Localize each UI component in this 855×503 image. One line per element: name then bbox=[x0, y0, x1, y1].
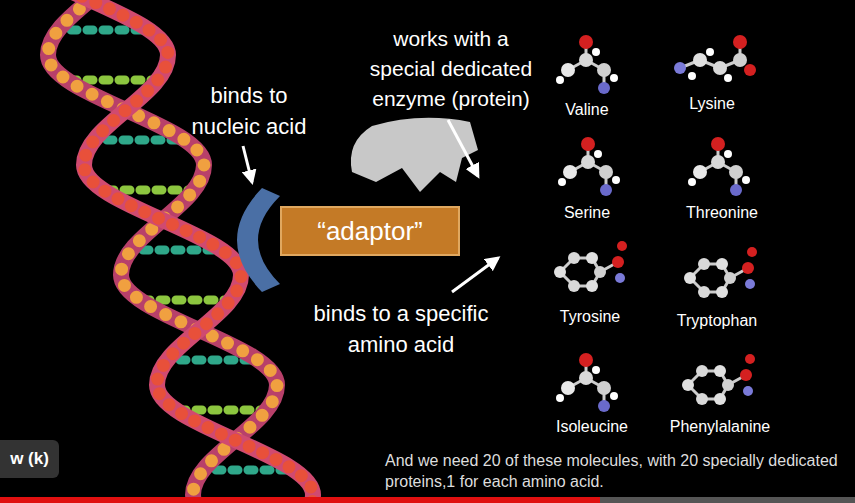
node-text: “adaptor” bbox=[317, 216, 423, 247]
leader-arrow bbox=[448, 120, 478, 176]
amino-acid-name: Tyrosine bbox=[537, 307, 643, 327]
amino-acid-name: Phenylalanine bbox=[650, 417, 790, 437]
leader-arrow bbox=[243, 146, 252, 182]
amino-acid-name: Valine bbox=[537, 100, 637, 120]
amino-acid-name: Threonine bbox=[662, 203, 782, 223]
amino-acid-name: Isoleucine bbox=[537, 417, 647, 437]
annotation: binds to a specific amino acid bbox=[290, 298, 512, 360]
amino-acid-name: Serine bbox=[537, 203, 637, 223]
amino-acid-molecules bbox=[554, 35, 757, 412]
amino-acid-name: Lysine bbox=[662, 94, 762, 114]
amino-acid-name: Tryptophan bbox=[655, 311, 779, 331]
adaptor-box: “adaptor” bbox=[280, 206, 460, 256]
leader-arrow bbox=[452, 258, 498, 292]
progress-track bbox=[0, 497, 855, 503]
caption: And we need 20 of these molecules, with … bbox=[385, 450, 847, 492]
annotation: works with a special dedicated enzyme (p… bbox=[360, 24, 542, 114]
player-overlay-box: w (k) bbox=[0, 440, 59, 478]
progress-bar bbox=[0, 497, 600, 503]
binding-arc bbox=[237, 188, 280, 292]
annotation: binds to nucleic acid bbox=[178, 80, 320, 142]
enzyme-shape bbox=[351, 118, 478, 192]
node-text: w (k) bbox=[10, 449, 49, 469]
